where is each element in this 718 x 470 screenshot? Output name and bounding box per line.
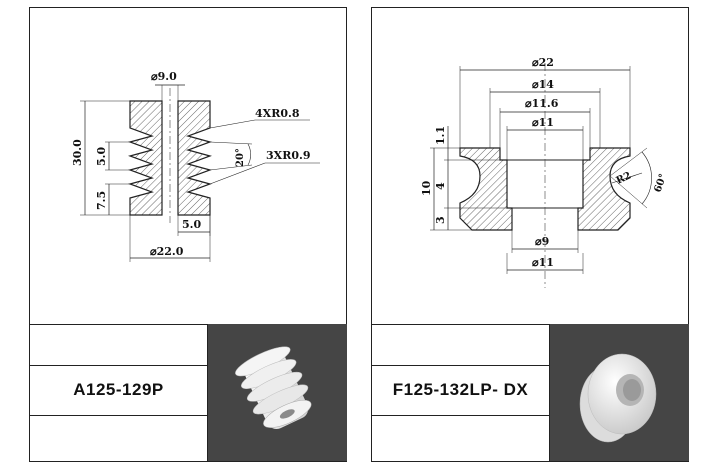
part-panel-f125: ⌀22 ⌀14 ⌀11.6 ⌀11 10 1.1 4 3 R2 60° (371, 7, 689, 462)
section-right (577, 147, 631, 231)
dim-h4: 4 (434, 182, 447, 190)
dim-d11-bottom: ⌀11 (532, 256, 554, 269)
dim-large-radius: 4XR0.8 (255, 107, 300, 120)
dim-r2: R2 (615, 170, 634, 186)
dim-pitch: 5.0 (95, 147, 108, 166)
bellows-photo-image (235, 346, 312, 430)
dim-h10: 10 (420, 180, 433, 196)
dim-d11-top: ⌀11 (532, 116, 554, 129)
dim-angle-60: 60° (652, 172, 669, 194)
dim-d22: ⌀22 (532, 56, 554, 69)
dim-d14: ⌀14 (532, 78, 554, 91)
technical-drawing-f125: ⌀22 ⌀14 ⌀11.6 ⌀11 10 1.1 4 3 R2 60° (420, 56, 669, 288)
dim-wall: 5.0 (182, 218, 201, 231)
section-left (128, 100, 163, 216)
section-left (459, 147, 513, 231)
dim-bottom-h: 7.5 (95, 191, 108, 210)
part-panel-a125: ⌀9.0 30.0 5.0 7.5 4XR0.8 20° 3XR0.9 5.0 (29, 7, 347, 462)
title-block-f125: F125-132LP- DX (372, 324, 689, 461)
grommet-photo-image (579, 353, 657, 443)
technical-drawing-a125: ⌀9.0 30.0 5.0 7.5 4XR0.8 20° 3XR0.9 5.0 (71, 70, 320, 262)
dim-bottom-dia: ⌀22.0 (150, 245, 184, 258)
part-name: A125-129P (73, 380, 164, 399)
dim-h1-1: 1.1 (434, 126, 447, 145)
dim-d9: ⌀9 (535, 235, 549, 248)
product-photo (550, 324, 689, 461)
dim-top-dia: ⌀9.0 (151, 70, 177, 83)
dim-height: 30.0 (71, 139, 84, 166)
dim-h3: 3 (434, 216, 447, 224)
title-block-a125: A125-129P (30, 324, 347, 461)
dim-angle: 20° (235, 148, 246, 167)
dim-d11-6: ⌀11.6 (525, 97, 559, 110)
part-name: F125-132LP- DX (392, 380, 529, 399)
product-photo (208, 324, 347, 461)
section-right (177, 100, 212, 216)
dim-small-radius: 3XR0.9 (266, 149, 310, 162)
